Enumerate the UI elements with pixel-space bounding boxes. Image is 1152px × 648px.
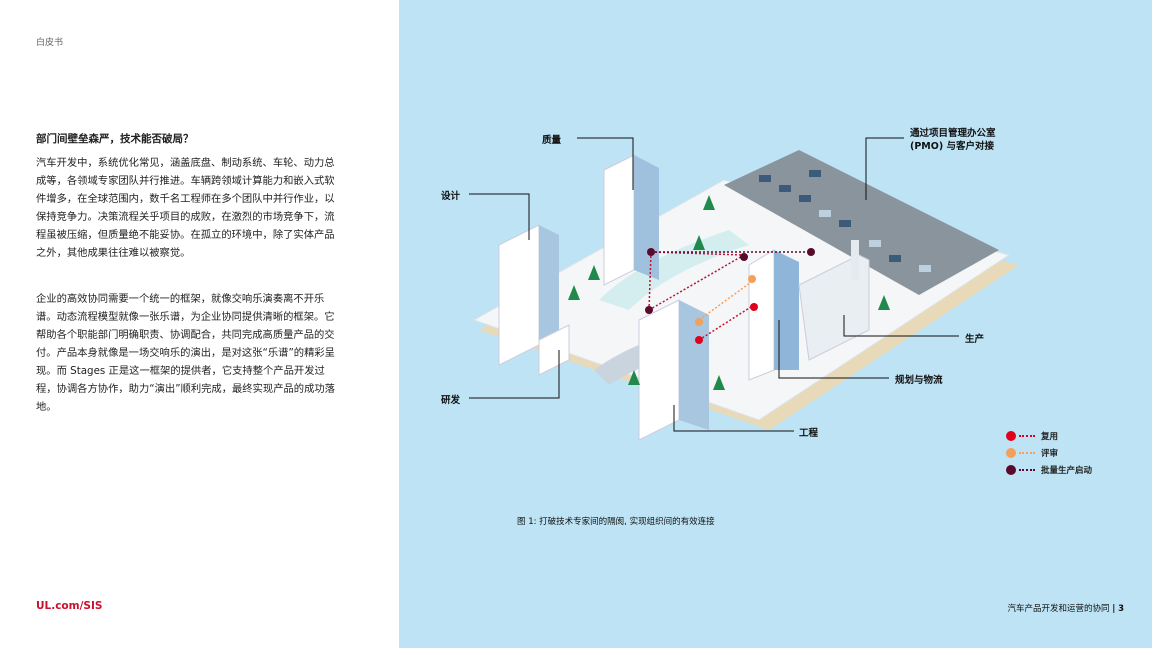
markers	[645, 248, 815, 344]
building-rd	[538, 324, 570, 376]
label-planning: 规划与物流	[895, 375, 943, 386]
leader-lines	[469, 137, 959, 432]
label-quality: 质量	[542, 135, 562, 146]
building-production	[798, 240, 870, 361]
label-rd: 研发	[441, 395, 461, 406]
page-number: 3	[1118, 604, 1124, 614]
connection-lines	[648, 251, 811, 341]
building-engineering	[638, 299, 709, 441]
trees	[568, 195, 890, 390]
cars	[759, 170, 931, 272]
website-link[interactable]: UL.com/SIS	[36, 600, 103, 612]
label-pmo-1: 通过项目管理办公室	[910, 128, 996, 139]
review-dot-icon	[1006, 447, 1016, 458]
road	[599, 230, 749, 310]
sop-dot-icon	[1006, 464, 1016, 475]
paragraph-2: 企业的高效协同需要一个统一的框架，就像交响乐演奏离不开乐谱。动态流程模型就像一张…	[36, 293, 335, 413]
legend-item-review: 评审	[1006, 444, 1092, 461]
legend: 复用 评审 批量生产启动	[1006, 427, 1092, 478]
reuse-dot-icon	[1006, 430, 1016, 441]
paragraph-1: 汽车开发中，系统优化常见，涵盖底盘、制动系统、车轮、动力总成等，各领域专家团队并…	[36, 157, 335, 259]
figure-caption: 图 1: 打破技术专家间的隔阂, 实现组织间的有效连接	[517, 517, 715, 527]
isometric-city-illustration	[469, 137, 1019, 441]
label-engineering: 工程	[799, 428, 819, 439]
label-design: 设计	[441, 191, 461, 202]
text-column: 白皮书 部门间壁垒森严，技术能否破局？ 汽车开发中，系统优化常见，涵盖底盘、制动…	[0, 0, 399, 648]
legend-item-sop: 批量生产启动	[1006, 461, 1092, 478]
parking-lot	[724, 150, 999, 295]
label-pmo-2: (PMO) 与客户对接	[910, 141, 994, 152]
legend-item-reuse: 复用	[1006, 427, 1092, 444]
document-type-tag: 白皮书	[36, 38, 64, 48]
building-planning	[748, 249, 799, 381]
section-heading: 部门间壁垒森严，技术能否破局？	[36, 133, 194, 145]
figure-panel: 质量 通过项目管理办公室 (PMO) 与客户对接 设计 生产 规划与物流 研发 …	[399, 0, 1152, 648]
label-production: 生产	[965, 334, 985, 345]
page-footer: 汽车产品开发和运营的协同 | 3	[1007, 604, 1124, 614]
